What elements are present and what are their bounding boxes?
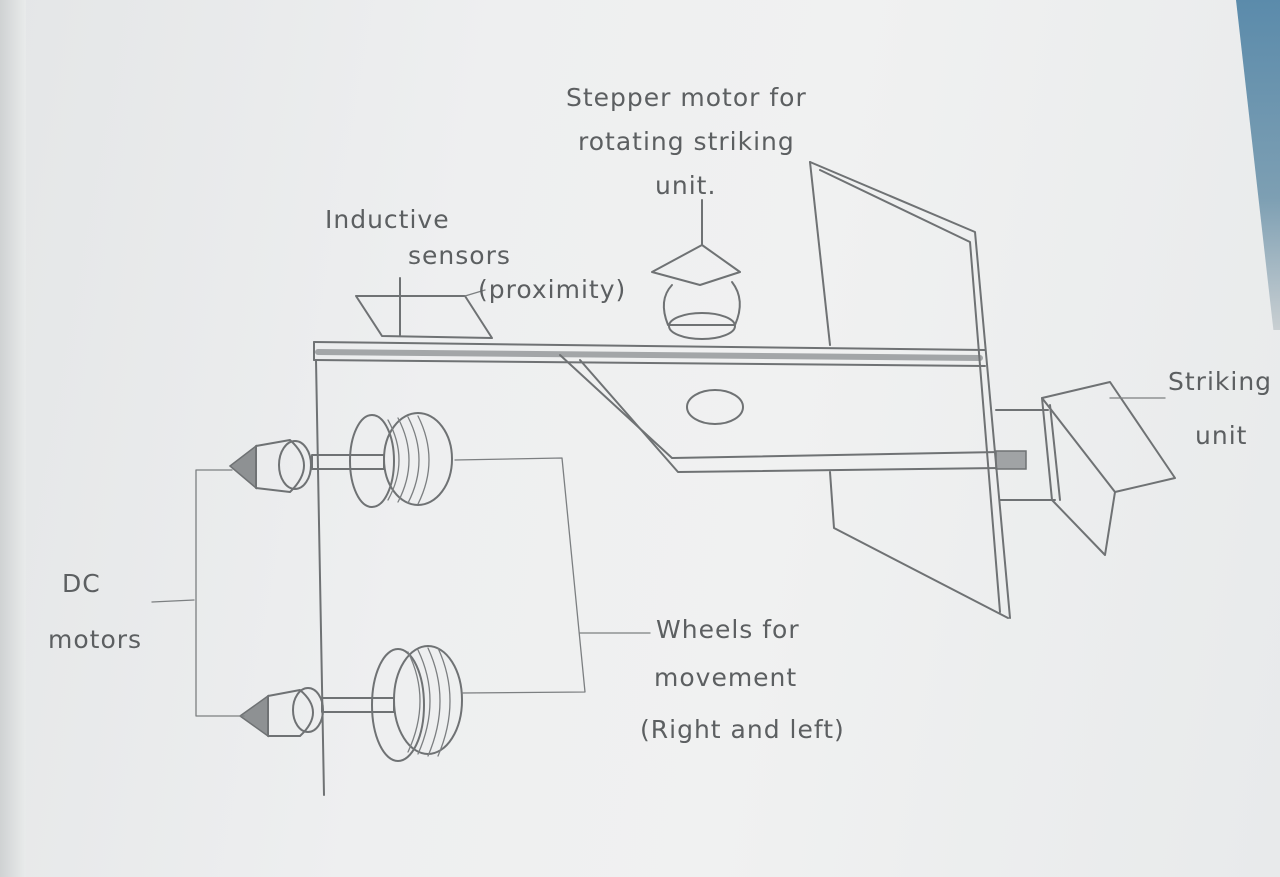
striking-unit bbox=[995, 381, 1176, 556]
lower-wheel-treads bbox=[407, 647, 451, 757]
arm-bottom-line bbox=[579, 359, 1001, 473]
chassis bbox=[313, 341, 986, 796]
upper-motor-wheel bbox=[228, 412, 453, 508]
inductive-label-line3: (proximity) bbox=[478, 275, 627, 304]
striker-edge bbox=[1049, 404, 1061, 501]
arm-top-line bbox=[559, 354, 1001, 459]
striker-body bbox=[1041, 397, 1116, 556]
upper-wheel-front bbox=[349, 414, 395, 508]
upper-wheel-treads bbox=[387, 415, 430, 505]
chassis-bottom-edge bbox=[313, 359, 986, 367]
lower-axle bbox=[321, 697, 395, 713]
striking-label-line1: Striking bbox=[1168, 367, 1273, 396]
upper-motor-face bbox=[278, 440, 312, 490]
notebook-binding bbox=[0, 0, 26, 877]
panel-top-right-edge bbox=[809, 161, 1011, 619]
stepper-label-line3: unit. bbox=[655, 171, 717, 200]
chassis-shading bbox=[315, 349, 983, 361]
wheels-label-line2: movement bbox=[654, 663, 798, 692]
dc-label-line1: DC bbox=[62, 569, 101, 598]
wheels-bracket-line bbox=[454, 457, 586, 694]
dc-bracket-line bbox=[195, 469, 245, 717]
lower-wheel-back bbox=[393, 645, 463, 755]
panel-inner-edge bbox=[819, 169, 1001, 613]
striker-face bbox=[1041, 381, 1176, 493]
sensor-pointer bbox=[464, 289, 486, 297]
stepper-label-line1: Stepper motor for bbox=[566, 83, 807, 112]
panel-left-lower bbox=[829, 471, 1009, 619]
wheels-label-line3: (Right and left) bbox=[640, 715, 845, 744]
back-panel bbox=[809, 161, 1011, 619]
lower-motor-body bbox=[267, 689, 314, 737]
arm-end-cap bbox=[995, 450, 1027, 470]
stepper-base bbox=[668, 312, 736, 340]
dc-pointer bbox=[151, 599, 195, 603]
left-frame-line bbox=[315, 359, 325, 796]
striker-arm bbox=[559, 354, 1027, 473]
lower-wheel-front bbox=[371, 648, 425, 762]
inductive-label-line1: Inductive bbox=[325, 205, 450, 234]
upper-axle bbox=[311, 454, 385, 470]
wheels-label-line1: Wheels for bbox=[656, 615, 800, 644]
stepper-label-line2: rotating striking bbox=[578, 127, 795, 156]
stepper-body bbox=[662, 281, 741, 326]
stepper-cap bbox=[651, 244, 741, 286]
upper-motor-tip bbox=[228, 444, 257, 490]
dc-label-line2: motors bbox=[48, 625, 143, 654]
lower-motor-wheel bbox=[238, 645, 463, 762]
wheels-bracket bbox=[454, 457, 651, 694]
inductive-label-line2: sensors bbox=[408, 241, 511, 270]
striking-label-line2: unit bbox=[1195, 421, 1248, 450]
inductive-sensor bbox=[355, 277, 493, 339]
panel-left-upper bbox=[809, 161, 831, 346]
upper-wheel-back bbox=[383, 412, 453, 506]
dc-motor-bracket bbox=[151, 469, 245, 717]
stepper-motor bbox=[651, 199, 741, 340]
sensor-plate bbox=[355, 295, 493, 339]
chassis-top-edge bbox=[313, 341, 986, 351]
chassis-hole bbox=[686, 389, 744, 425]
